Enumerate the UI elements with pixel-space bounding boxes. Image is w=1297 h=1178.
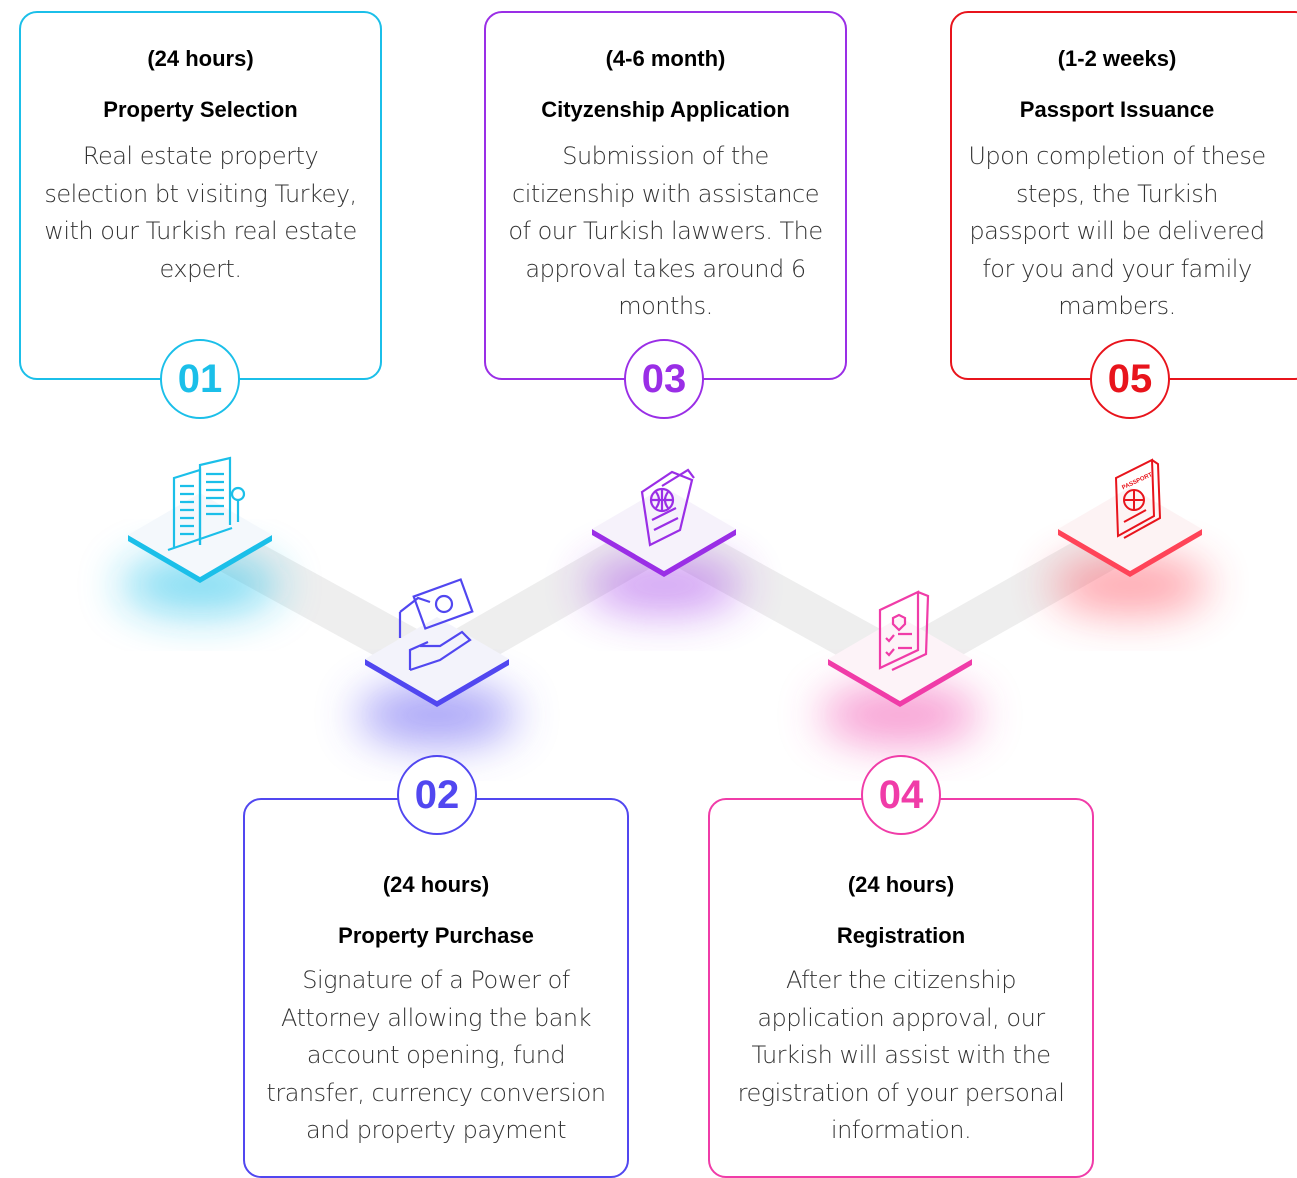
svg-text:PASSPORT: PASSPORT [1121,472,1153,491]
step-card-04: (24 hours) Registration After the citize… [708,798,1094,1178]
step-number-badge-02: 02 [397,755,477,835]
glow-05 [1050,555,1210,615]
glow-layer [120,555,1210,745]
glow-01 [120,555,280,615]
step-description: After the citizenship application approv… [737,966,1065,1144]
step-duration: (4-6 month) [605,46,726,71]
step-duration: (24 hours) [382,872,490,897]
checklist-shield-icon [878,590,930,671]
step-number-badge-03: 03 [624,339,704,419]
step-title: Property Purchase [338,923,534,948]
step-title: Property Selection [103,97,298,122]
step-number-badge-04: 04 [861,755,941,835]
step-card-02: (24 hours) Property Purchase Signature o… [243,798,629,1178]
step-duration: (24 hours) [847,872,955,897]
step-card-05: (1-2 weeks) Passport Issuance Upon compl… [950,11,1297,380]
glow-02 [357,685,517,745]
step-card-03: (4-6 month) Cityzenship Application Subm… [484,11,847,380]
step-number-badge-05: 05 [1090,339,1170,419]
documents-globe-icon [640,468,695,547]
step-title: Registration [836,923,966,948]
glow-03 [584,555,744,615]
step-description: Upon completion of these steps, the Turk… [968,142,1266,320]
step-duration: (1-2 weeks) [1057,46,1177,71]
step-description: Real estate property selection bt visiti… [44,142,357,283]
step-number-badge-01: 01 [160,339,240,419]
step-description: Submission of the citizenship with assis… [508,142,823,320]
buildings-icon [167,456,246,552]
step-title: Cityzenship Application [541,97,790,122]
step-description: Signature of a Power of Attorney allowin… [266,966,606,1144]
glow-04 [820,685,980,745]
step-card-01: (24 hours) Property Selection Real estat… [19,11,382,380]
step-duration: (24 hours) [147,46,254,71]
tile-03 [592,487,736,577]
step-title: Passport Issuance [1019,97,1215,122]
money-hand-icon [398,578,474,672]
